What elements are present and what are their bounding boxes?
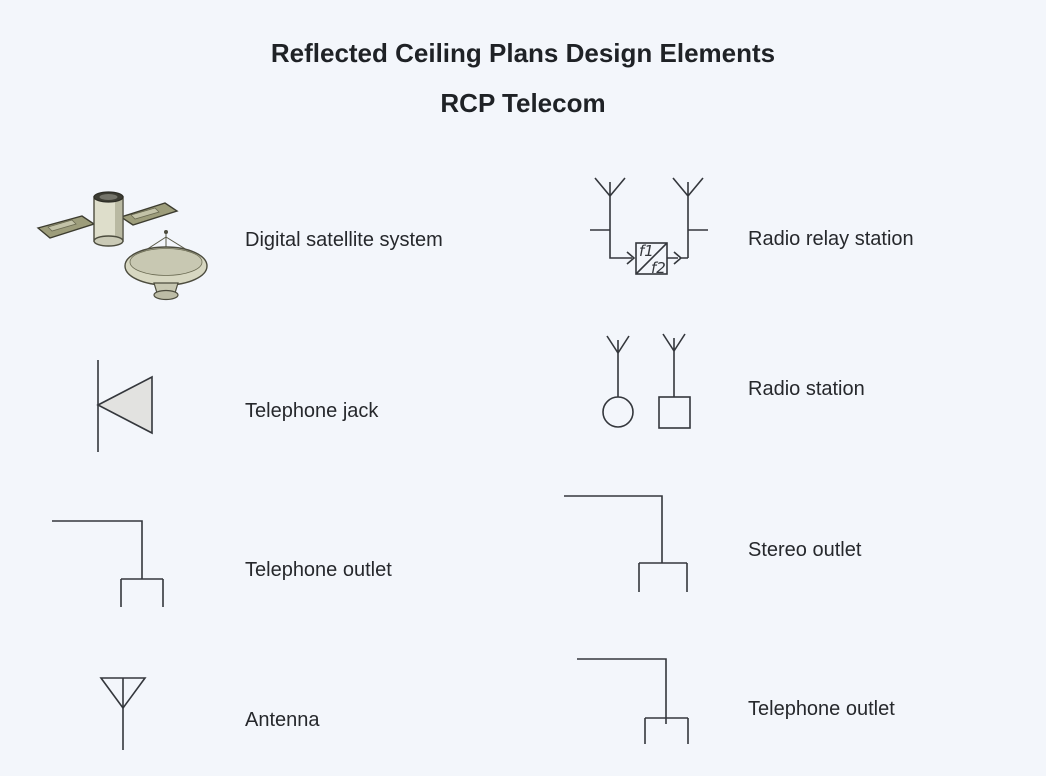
label-digital-satellite-system: Digital satellite system	[245, 229, 443, 251]
label-radio-relay-station: Radio relay station	[748, 228, 914, 250]
radio-relay-station-icon: f1 f2	[578, 176, 710, 288]
label-stereo-outlet: Stereo outlet	[748, 539, 862, 561]
label-antenna: Antenna	[245, 709, 320, 731]
page-title: Reflected Ceiling Plans Design Elements …	[0, 28, 1046, 128]
relay-f2-text: f2	[651, 259, 666, 277]
label-telephone-outlet-right: Telephone outlet	[748, 698, 895, 720]
radio-station-icon	[593, 333, 705, 433]
stereo-outlet-icon	[558, 491, 690, 595]
label-telephone-outlet-left: Telephone outlet	[245, 559, 392, 581]
digital-satellite-system-icon	[33, 183, 218, 303]
page-title-line2: RCP Telecom	[440, 88, 606, 118]
telephone-outlet-left-icon	[50, 516, 166, 610]
antenna-icon	[98, 676, 150, 752]
telephone-jack-icon	[88, 358, 160, 454]
label-telephone-jack: Telephone jack	[245, 400, 379, 422]
page-title-line1: Reflected Ceiling Plans Design Elements	[270, 38, 776, 68]
relay-f1-text: f1	[639, 242, 654, 260]
telephone-outlet-right-icon	[573, 654, 691, 748]
label-radio-station: Radio station	[748, 378, 865, 400]
